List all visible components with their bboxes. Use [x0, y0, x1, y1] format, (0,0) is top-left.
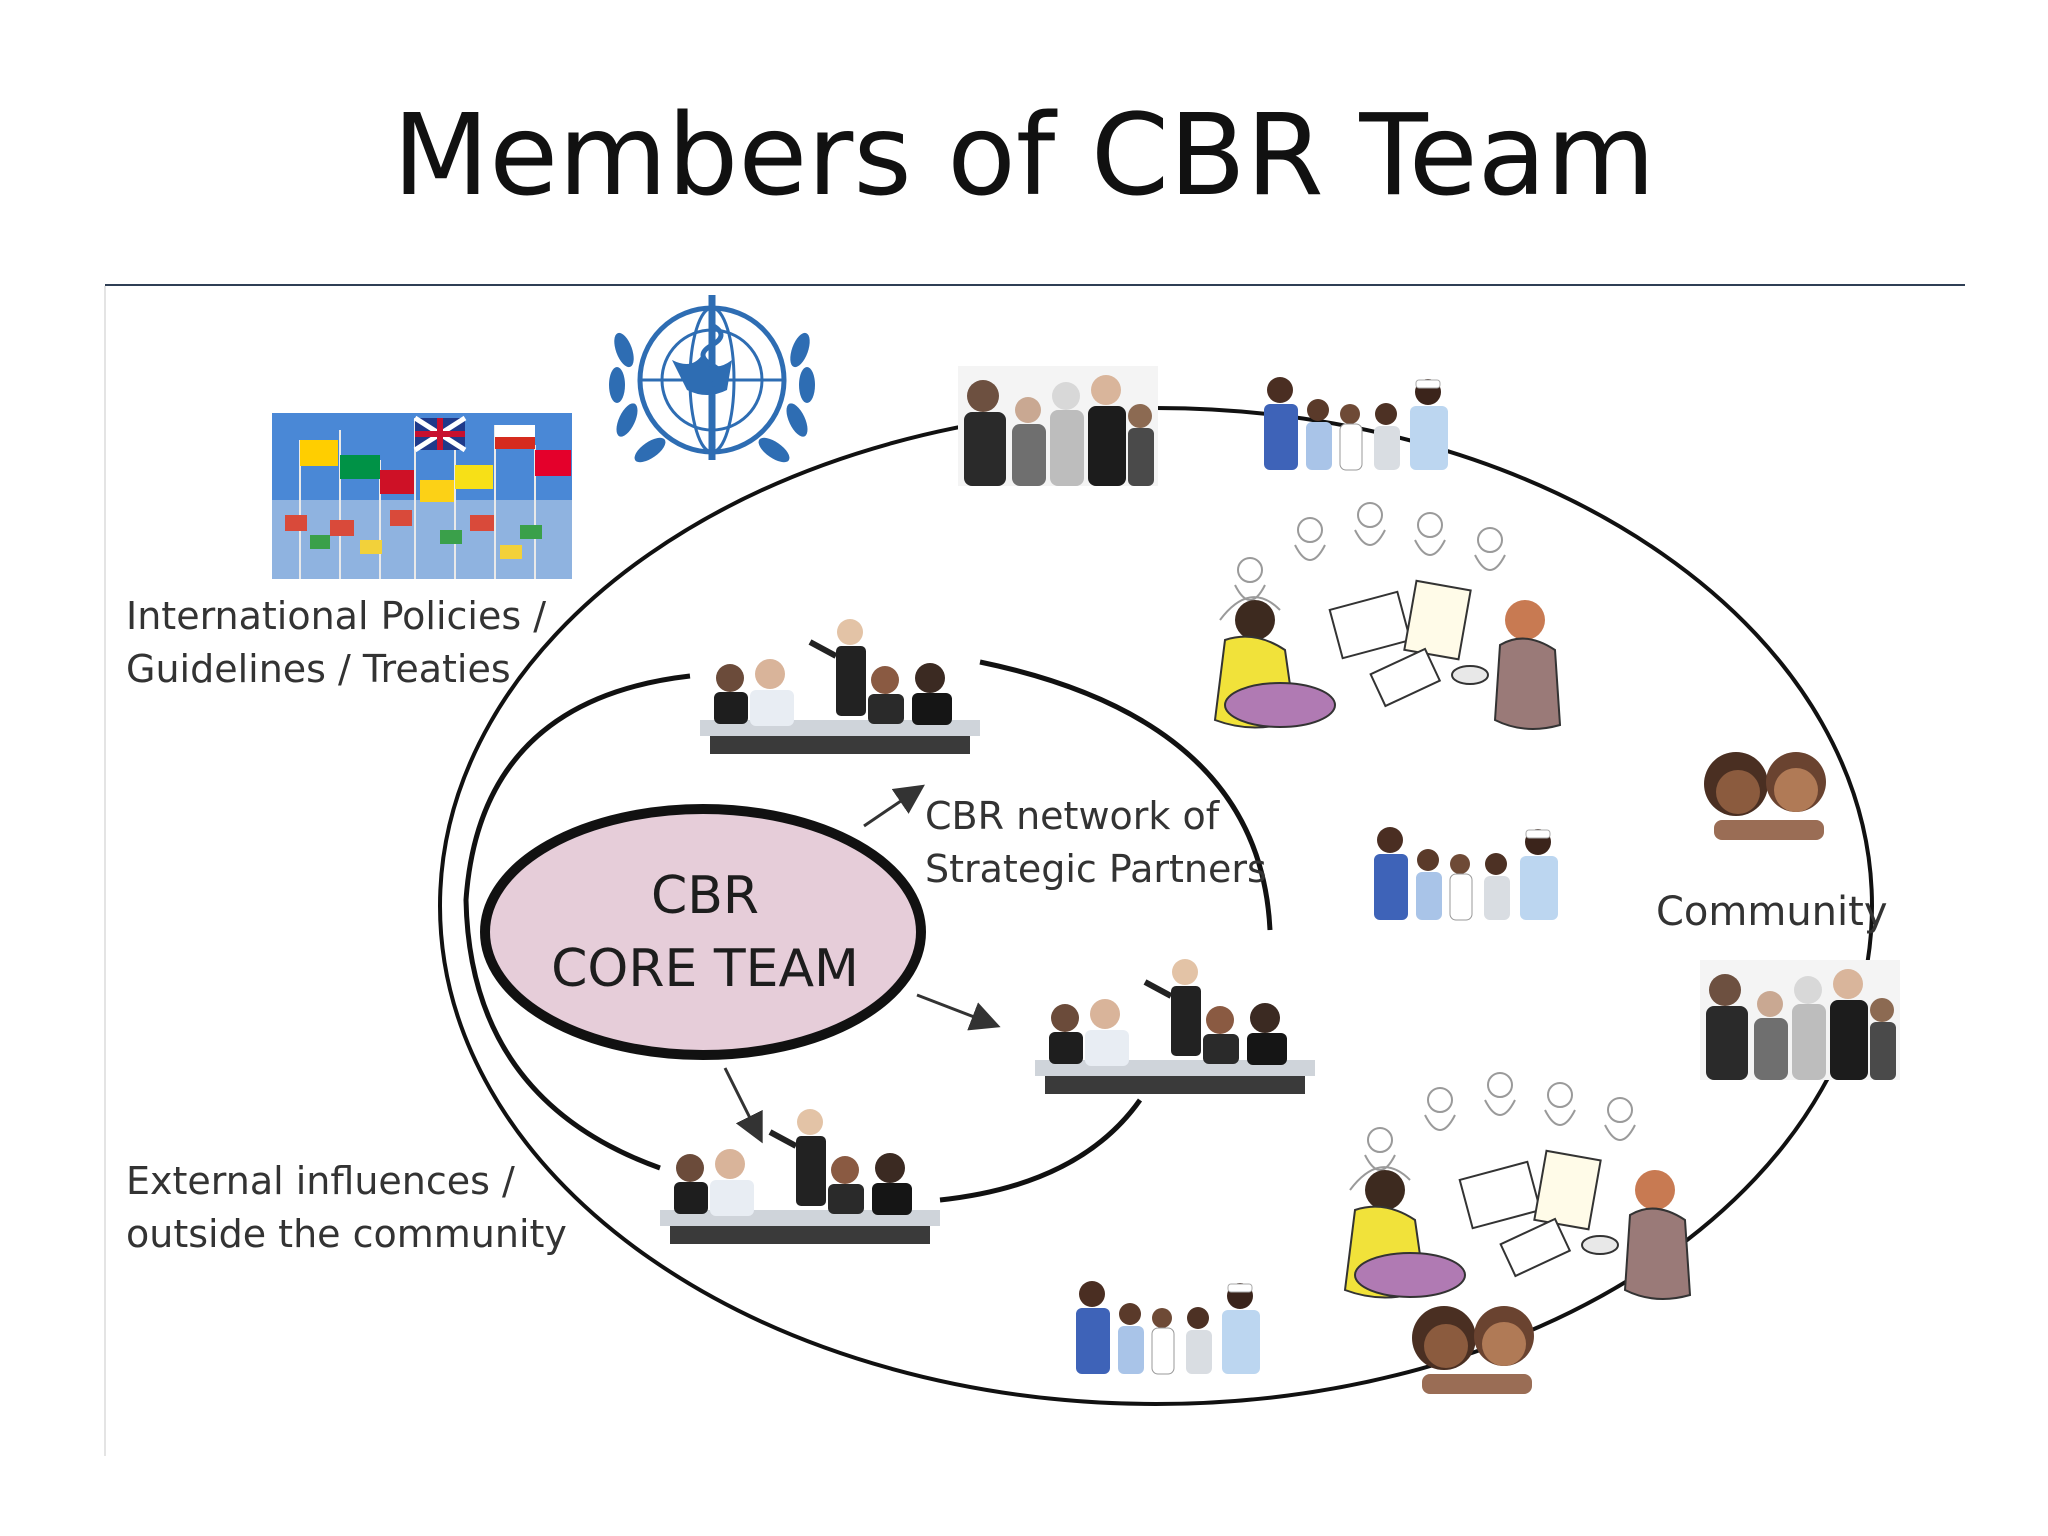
partner-arc-bottom: [939, 1098, 1143, 1203]
health-workers-icon: [1075, 1280, 1261, 1375]
title-divider: [105, 284, 1965, 286]
meeting-group-icon: [1035, 959, 1315, 1094]
flags-photo: [272, 413, 572, 579]
arrow-icon: [863, 784, 925, 828]
family-group-icon: [958, 366, 1158, 486]
partner-arc-top-left: [463, 673, 691, 1171]
international-policies-label: International Policies / Guidelines / Tr…: [126, 594, 547, 692]
community-circle-sketch: [1344, 1072, 1691, 1300]
core-team-ellipse: [480, 804, 926, 1060]
meeting-group-icon: [700, 619, 980, 754]
arrow-icon: [916, 993, 1001, 1031]
who-emblem: [609, 295, 815, 463]
meeting-group-icon: [660, 1109, 940, 1244]
arrow-icon: [723, 1067, 763, 1144]
health-workers-icon: [1373, 826, 1559, 921]
health-workers-icon: [1263, 376, 1449, 471]
couple-icon: [1412, 1306, 1534, 1394]
community-label: Community: [1656, 889, 1888, 935]
family-group-icon: [1700, 960, 1900, 1080]
strategic-partners-label: CBR network of Strategic Partners: [925, 794, 1267, 892]
partner-arc-top-right: [979, 659, 1273, 931]
core-team-label: CBR CORE TEAM: [551, 866, 859, 999]
slide-title: Members of CBR Team: [392, 91, 1656, 221]
community-circle-sketch: [1214, 502, 1561, 730]
couple-icon: [1704, 752, 1826, 840]
image-left-border: [104, 286, 106, 1456]
external-influences-label: External influences / outside the commun…: [126, 1159, 567, 1257]
